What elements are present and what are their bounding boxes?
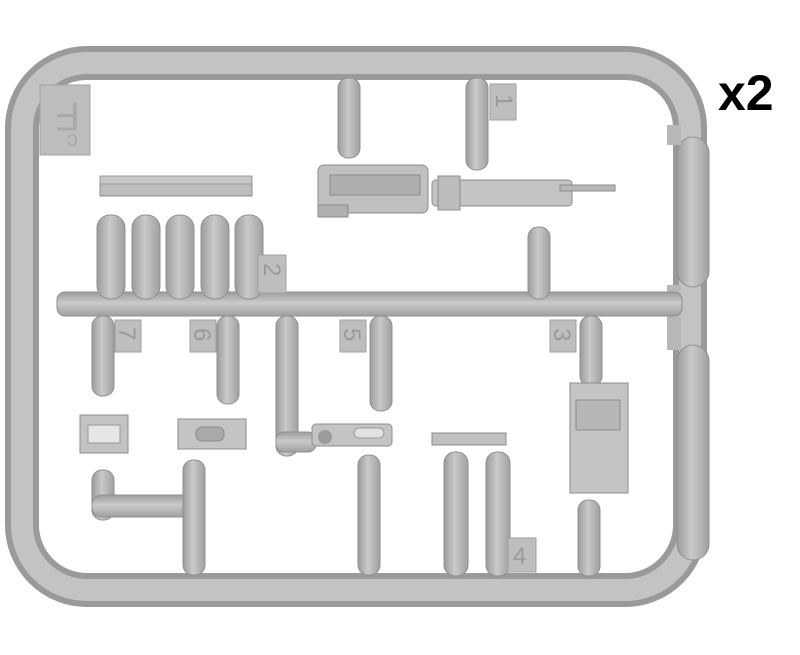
svg-text:2: 2 [258, 263, 285, 276]
part-7: 7 [79, 315, 193, 521]
part-number-2: 2 [257, 254, 287, 294]
svg-text:1: 1 [490, 94, 517, 107]
ammo-belt-part [96, 175, 264, 300]
gun-feeder [527, 226, 551, 300]
svg-text:4: 4 [513, 543, 526, 570]
quantity-multiplier: x2 [718, 65, 774, 121]
svg-text:6: 6 [188, 328, 215, 341]
part-number-1: 1 [490, 94, 517, 107]
svg-text:7: 7 [113, 327, 140, 340]
outer-frame [5, 46, 707, 607]
frame-label: F c [39, 84, 91, 156]
top-feeders [337, 77, 517, 171]
svg-text:3: 3 [548, 328, 575, 341]
part-4: 4 [431, 432, 537, 577]
part-5: 5 [275, 315, 393, 576]
frame-sub-letter: c [67, 129, 78, 154]
part-3: 3 [548, 315, 629, 577]
svg-text:5: 5 [338, 328, 365, 341]
machine-gun-part [317, 164, 616, 218]
part-6: 6 [177, 315, 247, 576]
frame-letter: F [56, 94, 80, 138]
